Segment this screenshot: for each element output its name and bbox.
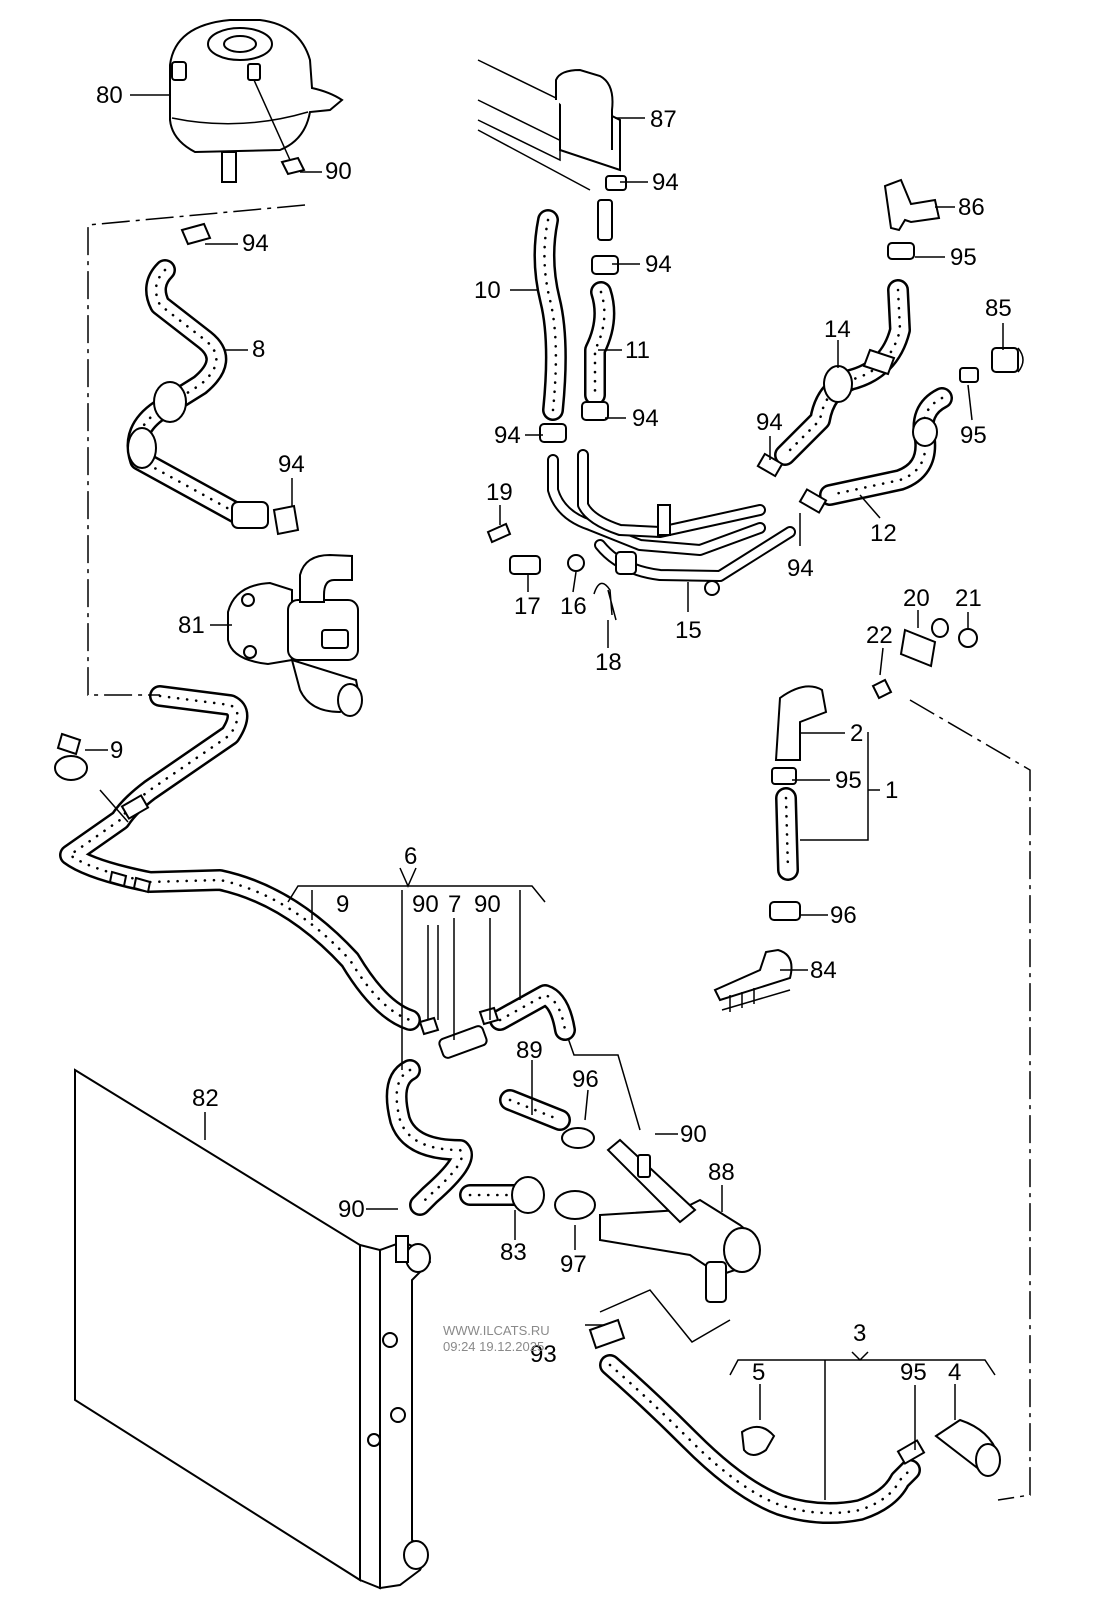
callout-89: 89 xyxy=(516,1037,543,1064)
callout-82: 82 xyxy=(192,1085,219,1112)
callout-17: 17 xyxy=(514,593,541,620)
hose-3 xyxy=(588,1318,1001,1525)
expansion-tank xyxy=(169,19,344,183)
callout-20: 20 xyxy=(903,585,930,612)
connector-20 xyxy=(871,618,978,700)
callout-94: 94 xyxy=(645,251,672,278)
callout-90: 90 xyxy=(680,1121,707,1148)
callout-1: 1 xyxy=(885,777,898,804)
watermark-timestamp: 09:24 19.12.2025 xyxy=(443,1339,544,1354)
callout-16: 16 xyxy=(560,593,587,620)
callout-9: 9 xyxy=(336,891,349,918)
callout-15: 15 xyxy=(675,617,702,644)
hose-8 xyxy=(126,222,300,536)
heater-core-area xyxy=(477,59,627,191)
hose-11 xyxy=(539,199,619,443)
callout-85: 85 xyxy=(985,295,1012,322)
hose-9 xyxy=(54,685,421,1031)
connector-86 xyxy=(883,178,941,260)
callout-96: 96 xyxy=(572,1066,599,1093)
callout-12: 12 xyxy=(870,520,897,547)
connector-85 xyxy=(959,347,1024,383)
hose-1 xyxy=(769,685,828,921)
callout-86: 86 xyxy=(958,194,985,221)
hose-89 xyxy=(499,1089,595,1149)
callout-3: 3 xyxy=(853,1320,866,1347)
callout-94: 94 xyxy=(632,405,659,432)
callout-2: 2 xyxy=(850,720,863,747)
callout-6: 6 xyxy=(404,843,417,870)
hose-83 xyxy=(459,1176,596,1220)
callout-94: 94 xyxy=(787,555,814,582)
callout-97: 97 xyxy=(560,1251,587,1278)
callout-81: 81 xyxy=(178,612,205,639)
callout-labels: 80 90 94 8 94 81 9 87 94 94 10 11 94 94 … xyxy=(96,82,1012,1386)
callout-94: 94 xyxy=(278,451,305,478)
callout-4: 4 xyxy=(948,1359,961,1386)
callout-10: 10 xyxy=(474,277,501,304)
callout-7: 7 xyxy=(448,891,461,918)
watermark: WWW.ILCATS.RU 09:24 19.12.2025 xyxy=(443,1323,550,1354)
coolant-rail-84 xyxy=(713,948,793,1012)
callout-18: 18 xyxy=(595,649,622,676)
hose-10 xyxy=(533,209,567,421)
callout-93: 93 xyxy=(530,1341,557,1368)
reference-lines xyxy=(87,204,1031,1501)
callout-14: 14 xyxy=(824,316,851,343)
callout-5: 5 xyxy=(752,1359,765,1386)
callout-94: 94 xyxy=(756,409,783,436)
callout-95: 95 xyxy=(960,422,987,449)
coolant-pipe-15 xyxy=(547,449,796,596)
callout-95: 95 xyxy=(835,767,862,794)
callout-95: 95 xyxy=(900,1359,927,1386)
callout-21: 21 xyxy=(955,585,982,612)
coolant-flange xyxy=(227,553,363,717)
callout-83: 83 xyxy=(500,1239,527,1266)
callout-90: 90 xyxy=(338,1196,365,1223)
callout-22: 22 xyxy=(866,622,893,649)
callout-80: 80 xyxy=(96,82,123,109)
callout-88: 88 xyxy=(708,1159,735,1186)
callout-9: 9 xyxy=(110,737,123,764)
callout-19: 19 xyxy=(486,479,513,506)
callout-94: 94 xyxy=(652,169,679,196)
callout-90: 90 xyxy=(325,158,352,185)
hose-pipe-center xyxy=(385,984,576,1216)
callout-96: 96 xyxy=(830,902,857,929)
callout-11: 11 xyxy=(625,337,650,364)
callout-95: 95 xyxy=(950,244,977,271)
callout-8: 8 xyxy=(252,336,265,363)
callout-90: 90 xyxy=(474,891,501,918)
hose-12 xyxy=(798,387,953,514)
watermark-site: WWW.ILCATS.RU xyxy=(443,1323,550,1338)
callout-94: 94 xyxy=(242,230,269,257)
callout-94: 94 xyxy=(494,422,521,449)
coolant-pipe-88 xyxy=(599,1138,761,1303)
callout-87: 87 xyxy=(650,106,677,133)
leader-lines xyxy=(85,94,1004,1500)
hose-14 xyxy=(756,279,911,478)
callout-84: 84 xyxy=(810,957,837,984)
callout-90: 90 xyxy=(412,891,439,918)
small-parts xyxy=(486,522,617,621)
radiator xyxy=(74,1068,432,1590)
